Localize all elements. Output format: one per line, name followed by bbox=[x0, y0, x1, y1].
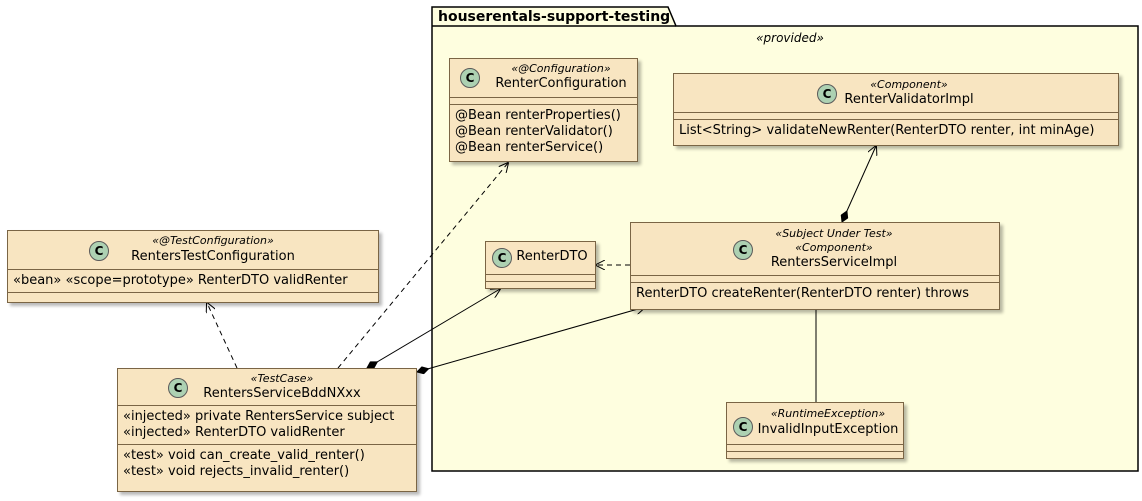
package-name: houserentals-support-testing bbox=[438, 9, 671, 25]
class-methods bbox=[727, 452, 903, 458]
method: «test» void rejects_invalid_renter() bbox=[123, 464, 350, 479]
class-stereotype: «TestCase» bbox=[250, 372, 314, 385]
class-stereotype: «Subject Under Test» bbox=[775, 227, 893, 240]
class-badge-icon: C bbox=[733, 417, 753, 437]
class-header: C «Component» RenterValidatorImpl bbox=[674, 74, 1118, 113]
class-fields bbox=[450, 98, 637, 105]
class-badge-icon: C bbox=[168, 378, 188, 398]
class-name: RenterConfiguration bbox=[495, 76, 627, 91]
package-stereotype: «provided» bbox=[756, 31, 824, 45]
class-methods: «test» void can_create_valid_renter() «t… bbox=[118, 445, 416, 483]
class-renters-test-configuration[interactable]: C «@TestConfiguration» RentersTestConfig… bbox=[7, 230, 379, 303]
class-name: RenterValidatorImpl bbox=[844, 92, 974, 107]
class-badge-icon: C bbox=[492, 248, 512, 268]
class-fields bbox=[631, 276, 999, 283]
method: RenterDTO createRenter(RenterDTO renter)… bbox=[636, 286, 970, 301]
class-header: C «@Configuration» RenterConfiguration bbox=[450, 59, 637, 98]
class-stereotype: «Component» bbox=[795, 241, 873, 254]
field: «injected» RenterDTO validRenter bbox=[123, 425, 345, 440]
method: @Bean renterService() bbox=[455, 140, 604, 155]
class-renters-service-bdd[interactable]: C «TestCase» RentersServiceBddNXxx «inje… bbox=[117, 368, 417, 492]
field: «injected» private RentersService subjec… bbox=[123, 409, 395, 424]
class-fields: «bean» «scope=prototype» RenterDTO valid… bbox=[8, 270, 378, 293]
class-renter-configuration[interactable]: C «@Configuration» RenterConfiguration @… bbox=[449, 58, 638, 162]
dependency-bdd-to-testconfig bbox=[207, 303, 238, 369]
class-header: C «@TestConfiguration» RentersTestConfig… bbox=[8, 231, 378, 270]
composition-serviceimpl-to-validator bbox=[842, 146, 876, 222]
class-name: RentersServiceImpl bbox=[770, 255, 898, 270]
class-header: C «TestCase» RentersServiceBddNXxx bbox=[118, 369, 416, 406]
method: List<String> validateNewRenter(RenterDTO… bbox=[679, 123, 1095, 138]
method: @Bean renterProperties() bbox=[455, 108, 621, 123]
composition-bdd-to-serviceimpl bbox=[417, 307, 645, 372]
class-badge-icon: C bbox=[817, 84, 837, 104]
class-header: C «RuntimeException» InvalidInputExcepti… bbox=[727, 403, 903, 445]
method: «test» void can_create_valid_renter() bbox=[123, 448, 365, 463]
class-name: InvalidInputException bbox=[757, 422, 899, 437]
class-methods bbox=[8, 293, 378, 299]
field: «bean» «scope=prototype» RenterDTO valid… bbox=[13, 273, 348, 288]
class-name: RentersServiceBddNXxx bbox=[203, 386, 361, 401]
class-fields bbox=[486, 275, 595, 282]
class-fields: «injected» private RentersService subjec… bbox=[118, 406, 416, 445]
class-badge-icon: C bbox=[733, 240, 753, 260]
class-invalid-input-exception[interactable]: C «RuntimeException» InvalidInputExcepti… bbox=[726, 402, 904, 459]
class-renter-validator-impl[interactable]: C «Component» RenterValidatorImpl List<S… bbox=[673, 73, 1119, 146]
class-stereotype: «RuntimeException» bbox=[770, 407, 886, 420]
class-header: C «Subject Under Test» «Component» Rente… bbox=[631, 223, 999, 276]
class-badge-icon: C bbox=[460, 68, 480, 88]
class-header: C RenterDTO bbox=[486, 242, 595, 275]
class-badge-icon: C bbox=[89, 241, 109, 261]
class-stereotype: «Component» bbox=[870, 78, 948, 91]
class-renter-dto[interactable]: C RenterDTO bbox=[485, 241, 596, 289]
class-methods bbox=[486, 282, 595, 288]
class-fields bbox=[727, 445, 903, 452]
class-name: RentersTestConfiguration bbox=[131, 249, 295, 264]
class-renters-service-impl[interactable]: C «Subject Under Test» «Component» Rente… bbox=[630, 222, 1000, 310]
class-fields bbox=[674, 113, 1118, 120]
class-methods: List<String> validateNewRenter(RenterDTO… bbox=[674, 120, 1118, 142]
class-stereotype: «@TestConfiguration» bbox=[152, 234, 274, 247]
class-methods: RenterDTO createRenter(RenterDTO renter)… bbox=[631, 283, 999, 305]
class-stereotype: «@Configuration» bbox=[511, 62, 611, 75]
class-name: RenterDTO bbox=[516, 249, 588, 264]
method: @Bean renterValidator() bbox=[455, 124, 613, 139]
class-methods: @Bean renterProperties() @Bean renterVal… bbox=[450, 105, 637, 159]
